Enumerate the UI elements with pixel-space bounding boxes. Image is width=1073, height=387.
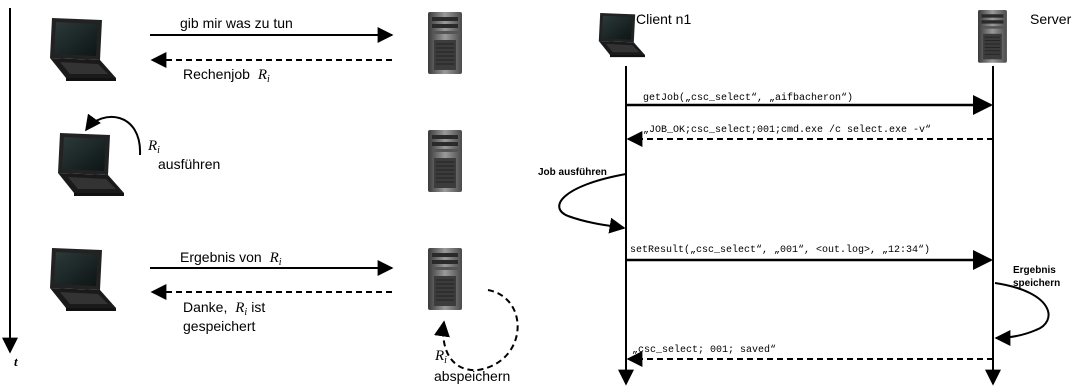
server-tower-icon — [427, 129, 463, 193]
execute-label: ausführen — [158, 156, 220, 172]
server-tower-icon — [427, 247, 463, 311]
saved-message: „csc_select; 001; saved“ — [632, 344, 776, 356]
getjob-message: getJob(„csc_select“, „aifbacheron“) — [643, 92, 853, 104]
execute-loop-arrow — [85, 113, 142, 156]
server-label: Server — [1030, 11, 1072, 27]
laptop-icon — [50, 18, 116, 81]
laptop-icon — [58, 133, 124, 196]
saved-reply-line2: gespeichert — [183, 318, 255, 334]
result-note-line2: speichern — [1013, 278, 1060, 289]
result-label: Ergebnis von Ri — [180, 249, 282, 268]
result-note-line1: Ergebnis — [1013, 265, 1056, 276]
job-reply-label: Rechenjob Ri — [183, 66, 270, 85]
store-var: Ri — [434, 348, 447, 366]
request-label: gib mir was zu tun — [180, 15, 293, 31]
result-loop-arrow — [994, 282, 1050, 346]
client-label: Client n1 — [636, 11, 691, 27]
time-label: t — [14, 354, 18, 369]
job-note: Job ausführen — [538, 167, 607, 178]
laptop-icon — [50, 248, 116, 311]
store-loop-arrow — [434, 289, 519, 372]
job-ok-message: „JOB_OK;csc_select;001;cmd.exe /c select… — [643, 124, 931, 136]
execute-var: Ri — [147, 138, 160, 156]
setresult-message: setResult(„csc_select“, „001“, <out.log>… — [630, 244, 930, 256]
job-loop-arrow — [558, 173, 627, 234]
store-label: abspeichern — [434, 368, 510, 384]
server-tower-icon — [977, 9, 1008, 64]
server-tower-icon — [427, 11, 463, 75]
